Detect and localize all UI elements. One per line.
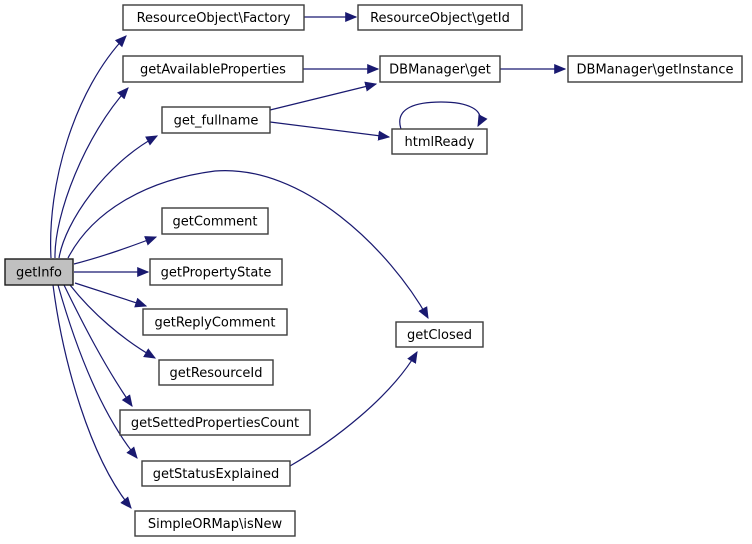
node-getsettedpropertiescount[interactable]: getSettedPropertiesCount <box>119 409 311 436</box>
edge-getinfo-to-simpleormap-isnew <box>52 284 132 509</box>
node-dbmanager-get[interactable]: DBManager\get <box>379 55 501 83</box>
node-getresourceid[interactable]: getResourceId <box>158 359 274 386</box>
edge-getinfo-to-getcomment <box>73 236 158 265</box>
node-resourceobject-getid[interactable]: ResourceObject\getId <box>357 4 523 31</box>
node-box-getstatusexplained[interactable] <box>141 460 291 487</box>
node-label-getcomment: getComment <box>172 215 257 230</box>
node-label-getsettedpropertiescount: getSettedPropertiesCount <box>131 416 299 431</box>
edge-getinfo-to-getstatusexplained <box>57 284 138 459</box>
edge-getinfo-to-getreplycomment <box>74 282 148 308</box>
node-label-resourceobject-getid: ResourceObject\getId <box>370 11 510 26</box>
node-box-getresourceid[interactable] <box>158 359 274 386</box>
node-box-dbmanager-getinstance[interactable] <box>567 55 743 83</box>
edge-getstatusexplained-to-getclosed <box>289 350 418 467</box>
node-label-getstatusexplained: getStatusExplained <box>153 467 280 482</box>
node-box-getsettedpropertiescount[interactable] <box>119 409 311 436</box>
node-box-getreplycomment[interactable] <box>142 308 288 336</box>
edge-getinfo-to-getresourceid <box>69 284 157 359</box>
edge-getinfo-to-get-fullname <box>58 135 159 259</box>
edge-getinfo-to-getavailableproperties <box>54 87 129 259</box>
node-label-simpleormap-isnew: SimpleORMap\isNew <box>148 517 283 532</box>
node-box-getcomment[interactable] <box>161 207 269 235</box>
node-box-getavailableproperties[interactable] <box>122 55 304 83</box>
edge-getinfo-to-getsettedpropertiescount <box>63 284 133 407</box>
node-label-resourceobject-factory: ResourceObject\Factory <box>137 11 291 26</box>
edges-layer <box>50 11 567 509</box>
edge-get-fullname-to-htmlready <box>269 121 391 141</box>
node-getstatusexplained[interactable]: getStatusExplained <box>141 460 291 487</box>
node-simpleormap-isnew[interactable]: SimpleORMap\isNew <box>134 510 296 537</box>
node-label-getavailableproperties: getAvailableProperties <box>140 63 286 78</box>
node-box-getinfo <box>4 258 74 286</box>
node-label-getresourceid: getResourceId <box>169 366 262 381</box>
node-getclosed[interactable]: getClosed <box>395 321 484 348</box>
node-box-get-fullname[interactable] <box>161 106 271 134</box>
node-box-htmlready[interactable] <box>391 128 488 155</box>
node-label-get-fullname: get_fullname <box>174 114 259 129</box>
edge-getinfo-to-resourceobject-factory <box>50 35 127 259</box>
node-box-resourceobject-factory[interactable] <box>122 4 305 31</box>
node-getavailableproperties[interactable]: getAvailableProperties <box>122 55 304 83</box>
node-getinfo: getInfo <box>4 258 74 286</box>
node-box-getclosed[interactable] <box>395 321 484 348</box>
node-box-resourceobject-getid[interactable] <box>357 4 523 31</box>
edge-get-fullname-to-dbmanager-get <box>269 81 378 111</box>
node-dbmanager-getinstance[interactable]: DBManager\getInstance <box>567 55 743 83</box>
node-label-htmlready: htmlReady <box>405 135 475 150</box>
node-getcomment[interactable]: getComment <box>161 207 269 235</box>
node-label-getreplycomment: getReplyComment <box>154 316 275 331</box>
node-box-getpropertystate[interactable] <box>149 258 283 286</box>
node-getpropertystate[interactable]: getPropertyState <box>149 258 283 286</box>
node-htmlready[interactable]: htmlReady <box>391 128 488 155</box>
nodes-layer: getInfo ResourceObject\Factory ResourceObj… <box>4 4 743 537</box>
node-getreplycomment[interactable]: getReplyComment <box>142 308 288 336</box>
node-label-dbmanager-getinstance: DBManager\getInstance <box>577 63 734 78</box>
edge-getinfo-to-getclosed <box>67 170 429 320</box>
node-box-simpleormap-isnew[interactable] <box>134 510 296 537</box>
node-box-dbmanager-get[interactable] <box>379 55 501 83</box>
node-label-dbmanager-get: DBManager\get <box>389 63 491 78</box>
node-label-getclosed: getClosed <box>407 328 472 343</box>
node-label-getinfo: getInfo <box>16 266 62 281</box>
node-resourceobject-factory[interactable]: ResourceObject\Factory <box>122 4 305 31</box>
node-label-getpropertystate: getPropertyState <box>161 266 272 281</box>
edge-htmlready-to-htmlready <box>399 101 488 130</box>
node-get-fullname[interactable]: get_fullname <box>161 106 271 134</box>
